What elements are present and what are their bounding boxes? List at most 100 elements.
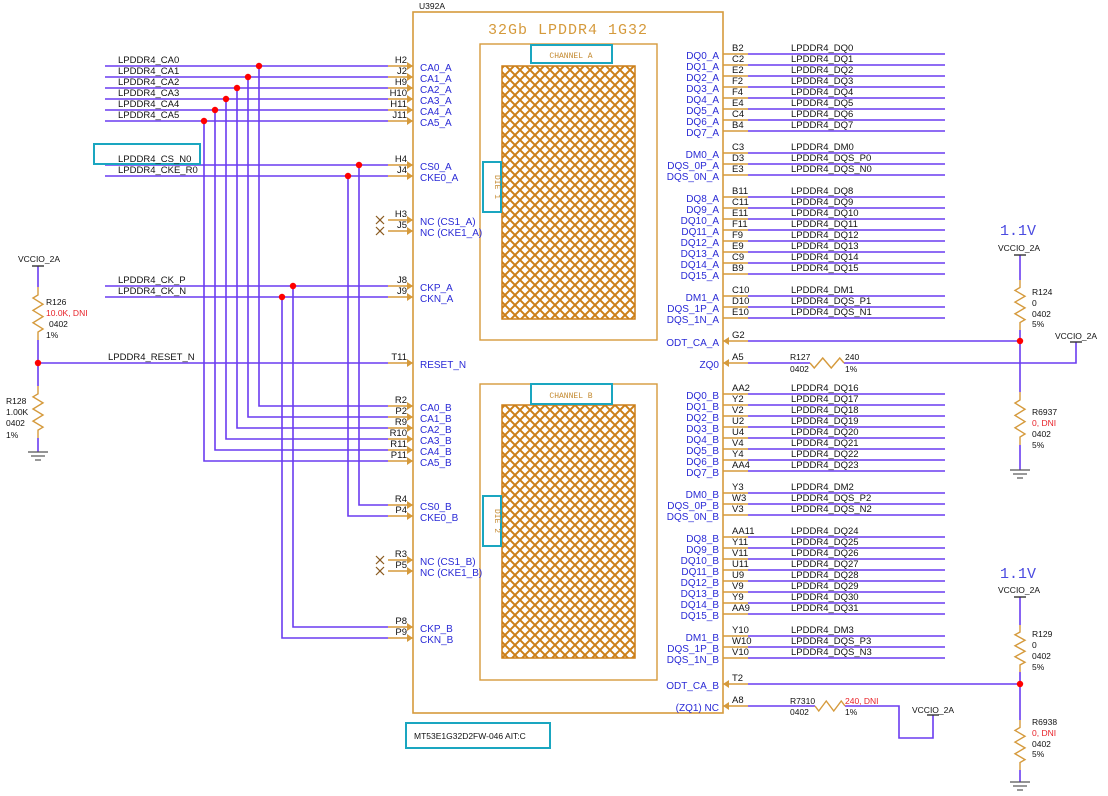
net-label: LPDDR4_DQ25 bbox=[791, 537, 859, 548]
pin-name: DQS_1N_A bbox=[667, 315, 720, 326]
pin-name: CKE0_B bbox=[420, 513, 459, 524]
pin-arrow-icon bbox=[407, 282, 413, 290]
wire bbox=[214, 110, 388, 451]
resistor-package: 0402 bbox=[1032, 739, 1051, 749]
pin-arrow-icon bbox=[723, 359, 729, 367]
pin-arrow-icon bbox=[407, 117, 413, 125]
net-label: LPDDR4_DQ18 bbox=[791, 405, 859, 416]
resistor-icon bbox=[1013, 392, 1027, 445]
pin-arrow-icon bbox=[407, 161, 413, 169]
pin-name: DQ0_A bbox=[686, 51, 719, 62]
net-label: LPDDR4_DM1 bbox=[791, 285, 854, 296]
pin-name: DQ8_B bbox=[686, 534, 719, 545]
net-label: LPDDR4_DQ15 bbox=[791, 263, 859, 274]
net-label: LPDDR4_DQ10 bbox=[791, 208, 859, 219]
pin-name: DQ2_A bbox=[686, 73, 719, 84]
junction-dot bbox=[244, 73, 252, 81]
no-connect-icon bbox=[375, 226, 385, 236]
pin-number: E9 bbox=[732, 241, 744, 252]
pin-name: (ZQ1) NC bbox=[676, 703, 719, 714]
pin-number: F4 bbox=[732, 87, 743, 98]
pin-name: ODT_CA_B bbox=[666, 681, 719, 692]
power-rail-label: VCCIO_2A bbox=[998, 585, 1040, 595]
net-label: LPDDR4_DQ2 bbox=[791, 65, 853, 76]
pin-arrow-icon bbox=[723, 680, 729, 688]
pin-number: Y11 bbox=[732, 537, 748, 548]
wire bbox=[236, 88, 388, 429]
pin-number: R4 bbox=[395, 494, 407, 505]
pin-name: DQ12_B bbox=[681, 578, 720, 589]
pin-name: DQS_0P_A bbox=[667, 161, 719, 172]
pin-number: P11 bbox=[391, 450, 407, 461]
net-label: LPDDR4_DQS_P2 bbox=[791, 493, 871, 504]
pin-number: V3 bbox=[732, 504, 744, 515]
net-label: LPDDR4_DQ11 bbox=[791, 219, 858, 230]
resistor-refdes: R129 bbox=[1032, 629, 1053, 639]
resistor-icon bbox=[31, 386, 45, 438]
pin-number: C9 bbox=[732, 252, 744, 263]
resistor-tolerance: 5% bbox=[1032, 749, 1045, 759]
pin-name: DQ0_B bbox=[686, 391, 719, 402]
net-label: LPDDR4_DM0 bbox=[791, 142, 854, 153]
resistor-value: 0, DNI bbox=[1032, 728, 1056, 738]
no-connect-icon bbox=[375, 215, 385, 225]
net-label: LPDDR4_DQ3 bbox=[791, 76, 853, 87]
resistor-tolerance: 5% bbox=[1032, 440, 1045, 450]
pin-number: V4 bbox=[732, 438, 744, 449]
pin-number: P9 bbox=[395, 627, 407, 638]
pin-arrow-icon bbox=[407, 424, 413, 432]
pin-arrow-icon bbox=[407, 556, 413, 564]
wire bbox=[844, 342, 1077, 364]
pin-number: B9 bbox=[732, 263, 744, 274]
net-label: LPDDR4_DQ14 bbox=[791, 252, 859, 263]
pin-name: DQS_0N_A bbox=[667, 172, 720, 183]
pin-number: P8 bbox=[395, 616, 407, 627]
pin-name: CA3_B bbox=[420, 436, 452, 447]
pin-number: H9 bbox=[395, 77, 407, 88]
resistor-value: 1.00K bbox=[6, 407, 29, 417]
wire bbox=[258, 66, 388, 407]
net-label: LPDDR4_DQ24 bbox=[791, 526, 859, 537]
pin-number: V9 bbox=[732, 581, 744, 592]
highlight-box bbox=[93, 143, 201, 165]
no-connect-icon bbox=[375, 566, 385, 576]
resistor-icon bbox=[1013, 720, 1027, 770]
pin-number: R11 bbox=[390, 439, 407, 450]
pin-number: H10 bbox=[390, 88, 407, 99]
wire bbox=[347, 176, 388, 517]
resistor-icon bbox=[1013, 625, 1027, 672]
pin-name: CA1_B bbox=[420, 414, 452, 425]
pin-name: DQ13_A bbox=[681, 249, 720, 260]
junction-dot bbox=[344, 172, 352, 180]
pin-number: J8 bbox=[397, 275, 407, 286]
net-label: LPDDR4_DQ19 bbox=[791, 416, 859, 427]
pin-name: DQ9_A bbox=[686, 205, 719, 216]
pin-name: DQ15_A bbox=[681, 271, 720, 282]
resistor-tolerance: 1% bbox=[46, 330, 59, 340]
pin-name: DM1_A bbox=[686, 293, 720, 304]
resistor-package: 0402 bbox=[1032, 429, 1051, 439]
die-hatch bbox=[501, 65, 636, 320]
pin-number: H11 bbox=[390, 99, 407, 110]
pin-name: DQ14_A bbox=[681, 260, 720, 271]
pin-name: CA2_A bbox=[420, 85, 452, 96]
pin-arrow-icon bbox=[407, 106, 413, 114]
component-title: 32Gb LPDDR4 1G32 bbox=[488, 22, 648, 39]
pin-arrow-icon bbox=[407, 293, 413, 301]
pin-number: J5 bbox=[397, 220, 407, 231]
pin-name: DQ7_A bbox=[686, 128, 719, 139]
resistor-value: 240, DNI bbox=[845, 696, 879, 706]
pin-name: CA0_A bbox=[420, 63, 452, 74]
pin-arrow-icon bbox=[407, 446, 413, 454]
resistor-package: 0402 bbox=[1032, 309, 1051, 319]
resistor-tolerance: 1% bbox=[845, 364, 858, 374]
junction-dot bbox=[289, 282, 297, 290]
pin-name: DQ11_A bbox=[681, 227, 719, 238]
pin-number: C4 bbox=[732, 109, 744, 120]
pin-number: T11 bbox=[391, 352, 407, 363]
wire bbox=[203, 121, 388, 462]
pin-name: CA0_B bbox=[420, 403, 452, 414]
net-label: LPDDR4_DQS_N1 bbox=[791, 307, 872, 318]
resistor-icon bbox=[809, 356, 845, 370]
junction-dot bbox=[233, 84, 241, 92]
